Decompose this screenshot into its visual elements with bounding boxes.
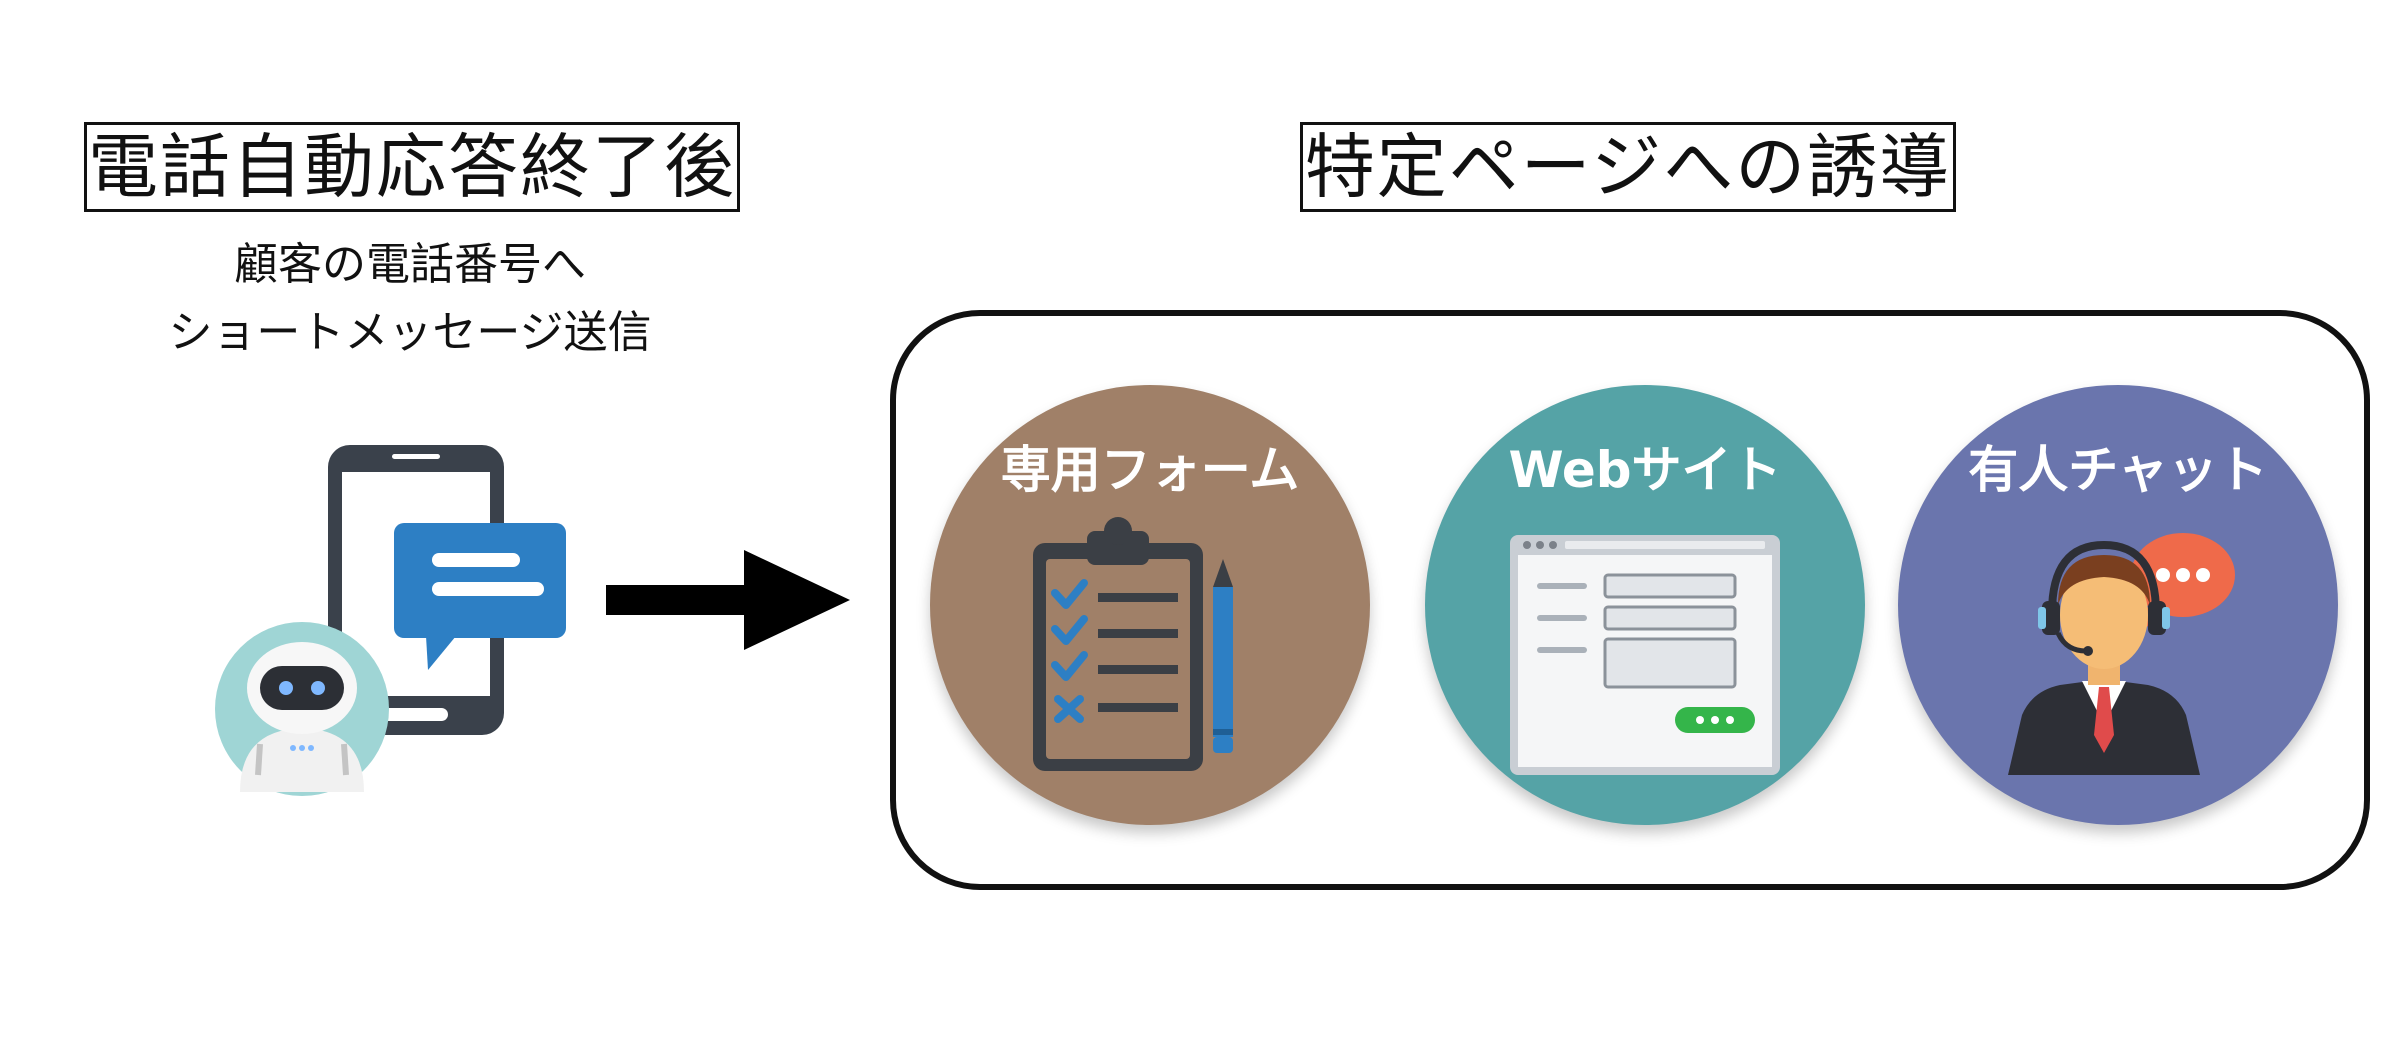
right-section-title: 特定ページへの誘導 xyxy=(1300,122,1956,212)
option-website[interactable]: Webサイト xyxy=(1425,385,1865,825)
pencil-icon xyxy=(1213,559,1233,753)
operator-headset-icon xyxy=(1968,515,2268,775)
option-live-chat[interactable]: 有人チャット xyxy=(1898,385,2338,825)
option-label: 専用フォーム xyxy=(1000,441,1300,499)
clipboard-checklist-icon xyxy=(1000,515,1300,775)
flow-arrow-icon xyxy=(598,540,858,660)
left-section-title: 電話自動応答終了後 xyxy=(84,122,740,212)
robot-phone-sms-illustration xyxy=(200,430,590,800)
message-bubble-icon xyxy=(394,523,566,670)
option-label: 有人チャット xyxy=(1968,441,2268,499)
option-dedicated-form[interactable]: 専用フォーム xyxy=(930,385,1370,825)
browser-form-icon xyxy=(1495,515,1795,775)
option-label: Webサイト xyxy=(1508,441,1782,499)
left-subtitle-line1: 顧客の電話番号へ xyxy=(234,239,586,290)
robot-avatar-icon xyxy=(215,622,389,796)
left-subtitle-line2: ショートメッセージ送信 xyxy=(168,307,652,358)
